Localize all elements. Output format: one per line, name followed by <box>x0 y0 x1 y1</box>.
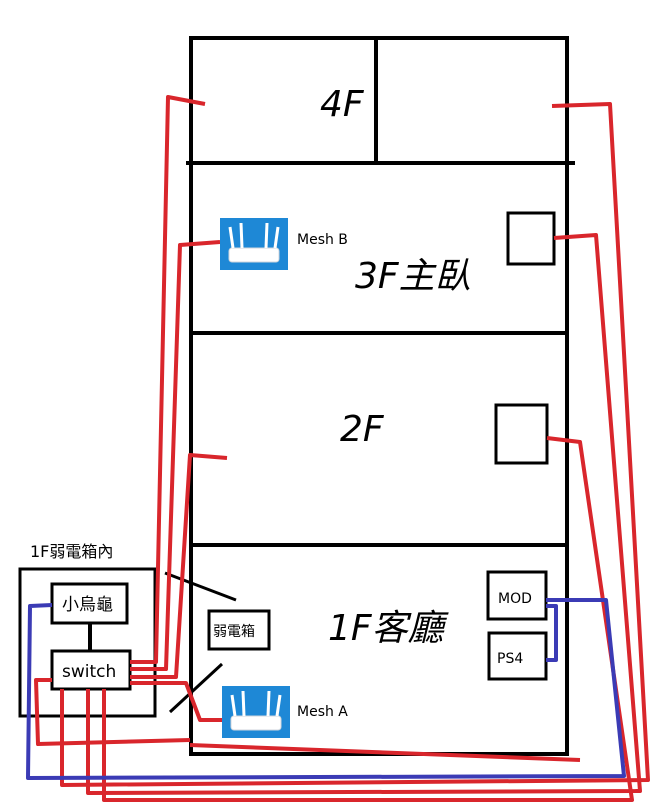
turtle-modem-label: 小烏龜 <box>62 595 113 615</box>
cable-mesh-b <box>130 240 221 671</box>
cable-mesh-a <box>130 681 222 722</box>
mod-label: MOD <box>498 591 532 607</box>
cable-mod-ps4 <box>546 604 558 662</box>
blue-cables <box>26 598 626 780</box>
cable-4f-right <box>60 102 650 787</box>
weak-box <box>207 609 271 651</box>
floor-label-3f: 3F主臥 <box>355 256 471 297</box>
ps4-box <box>487 631 548 681</box>
cable-1f-floor <box>189 743 581 762</box>
ps4-label: PS4 <box>497 651 523 667</box>
mesh-a-label: Mesh A <box>297 704 348 720</box>
mesh-b-router <box>220 218 288 270</box>
cable-3f-outlet <box>86 233 642 795</box>
cable-4f-left <box>130 95 206 664</box>
weak-box-label: 弱電箱 <box>213 624 255 640</box>
cable-turtle-mod <box>26 598 626 780</box>
cable-switch-left-loop <box>34 678 191 746</box>
floor-label-2f: 2F <box>340 409 385 450</box>
red-cables <box>34 95 650 802</box>
switch-label: switch <box>62 662 116 682</box>
closet: 1F弱電箱內 小烏龜 switch <box>18 542 157 718</box>
floor-label-1f: 1F客廳 <box>328 608 450 649</box>
mod-box <box>486 570 548 621</box>
floor-label-4f: 4F <box>320 84 365 125</box>
outlet-box-2f <box>494 403 549 465</box>
mesh-b-label: Mesh B <box>297 232 348 248</box>
closet-title: 1F弱電箱內 <box>30 542 113 561</box>
callout-line-lower <box>168 662 224 714</box>
cable-2f-left <box>130 453 228 679</box>
outlet-box-3f <box>506 211 556 266</box>
mesh-a-router <box>222 686 290 738</box>
callout-line-upper <box>164 571 237 602</box>
cable-2f-outlet <box>102 436 634 802</box>
